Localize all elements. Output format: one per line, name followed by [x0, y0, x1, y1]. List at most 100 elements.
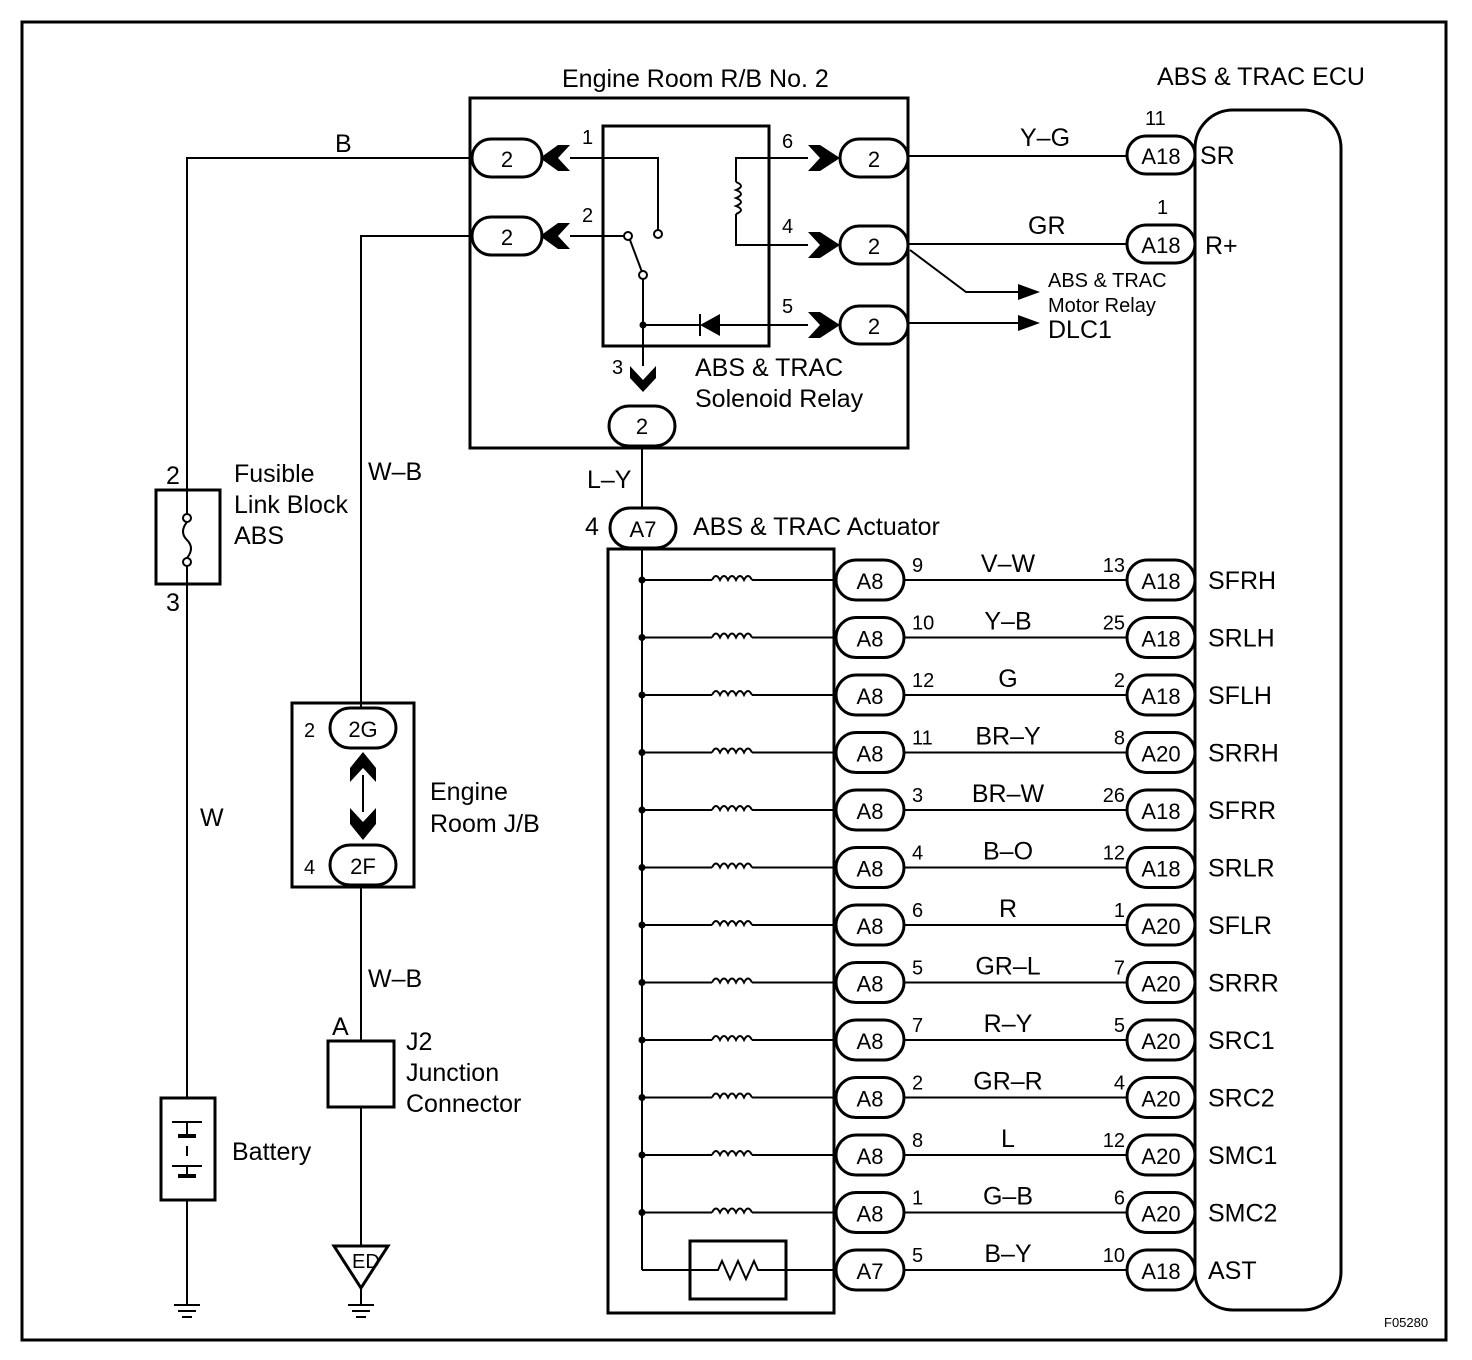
ecu-pin: 10: [1103, 1245, 1125, 1267]
fusible-pin-bottom: 3: [166, 589, 180, 617]
ecu-connector: [1125, 1076, 1197, 1119]
coil-icon: [711, 690, 753, 698]
jb-line2: Room J/B: [430, 810, 540, 838]
ecu-connector: [1125, 1248, 1197, 1292]
ecu-connector: [1125, 731, 1197, 774]
coil-icon: [711, 1035, 753, 1043]
rb-connector-pin1: 2: [470, 137, 544, 179]
svg-text:A18: A18: [1141, 144, 1180, 169]
ecu-connector: [1125, 1133, 1197, 1177]
svg-text:2: 2: [501, 147, 513, 172]
coil-icon: [711, 1207, 753, 1215]
svg-text:A18: A18: [1141, 233, 1180, 258]
battery-icon: [172, 1121, 202, 1178]
ecu-connector-label: A18: [1141, 684, 1180, 709]
ecu-pin: 12: [1103, 1130, 1125, 1152]
arrow-dlc1: [1018, 315, 1040, 331]
ecu-pin: 7: [1114, 958, 1125, 980]
ecu-connector: [1125, 673, 1197, 717]
wire-color-label: R–Y: [984, 1010, 1033, 1038]
ecu-connector-label: A20: [1141, 1029, 1180, 1054]
arrow-pin1: [540, 145, 570, 171]
ecu-pin: 25: [1103, 613, 1125, 635]
ecu-pin: 2: [1114, 670, 1125, 692]
actuator-pin: 10: [912, 613, 934, 635]
actuator-pin: 4: [912, 843, 923, 865]
resistor-icon: [690, 1258, 786, 1282]
wire-color-label: B–Y: [984, 1240, 1032, 1268]
j2-box: [326, 1039, 396, 1109]
ecu-connector: [1125, 1018, 1197, 1062]
ecu-pin: 13: [1103, 555, 1125, 577]
wire-color-label: GR–R: [973, 1068, 1042, 1096]
motor-relay-line1: ABS & TRAC: [1048, 270, 1167, 292]
relay-block-title: Engine Room R/B No. 2: [562, 65, 829, 93]
jb-line1: Engine: [430, 778, 508, 806]
actuator-connector-label: A8: [857, 1087, 884, 1112]
pin-label-3: 3: [612, 357, 623, 379]
arrow-pin5: [808, 312, 840, 338]
relay-name-line1: ABS & TRAC: [695, 354, 843, 382]
wire-color-label: G–B: [983, 1183, 1033, 1211]
svg-text:2G: 2G: [348, 717, 377, 742]
ground-ed-label: ED: [352, 1251, 380, 1273]
actuator-connector-label: A8: [857, 1029, 884, 1054]
actuator-connector-label: A8: [857, 1202, 884, 1227]
ecu-pin: 6: [1114, 1188, 1125, 1210]
ecu-connector-label: A20: [1141, 914, 1180, 939]
relay-internal-wiring: [570, 157, 808, 366]
ecu-pin-rplus: 1: [1157, 197, 1168, 219]
ecu-box: [1193, 108, 1343, 1312]
svg-text:2: 2: [636, 414, 648, 439]
wire-color-label: BR–Y: [975, 723, 1041, 751]
coil-icon: [711, 632, 753, 640]
fusible-line2: Link Block: [234, 491, 348, 519]
ecu-connector-label: A20: [1141, 1202, 1180, 1227]
svg-text:2F: 2F: [350, 854, 376, 879]
jb-pin-top: 2: [304, 720, 315, 742]
ecu-connector-label: A20: [1141, 972, 1180, 997]
actuator-pin: 11: [912, 728, 933, 750]
ecu-term-rplus: R+: [1205, 232, 1238, 260]
actuator-feed-connector: A7: [608, 506, 678, 550]
ecu-terminal-label: SMC1: [1208, 1142, 1277, 1170]
arrow-motor-relay: [1018, 284, 1040, 300]
ecu-terminal-label: SRRR: [1208, 970, 1279, 998]
jb-connector-2f: 2F: [328, 843, 398, 887]
arrow-pin4: [808, 232, 840, 258]
motor-relay-line2: Motor Relay: [1048, 295, 1156, 317]
wire-color-label: G: [998, 665, 1017, 693]
wire-color-label: L: [1001, 1125, 1015, 1153]
actuator-connector-label: A8: [857, 799, 884, 824]
ecu-terminal-label: SFLH: [1208, 682, 1272, 710]
ecu-conn-rplus: A18: [1125, 223, 1197, 265]
actuator-pin: 6: [912, 900, 923, 922]
actuator-pin: 2: [912, 1073, 923, 1095]
pin-label-1: 1: [582, 127, 593, 149]
ecu-connector: [1125, 616, 1197, 659]
ecu-terminal-label: SRLR: [1208, 855, 1275, 883]
pin-label-4: 4: [782, 216, 793, 238]
wire-color-label: GR–L: [975, 953, 1040, 981]
svg-text:2: 2: [868, 147, 880, 172]
ecu-conn-sr: A18: [1125, 134, 1197, 176]
wire-label-yg: Y–G: [1020, 124, 1070, 152]
ecu-connector-label: A18: [1141, 857, 1180, 882]
actuator-connector-label: A8: [857, 972, 884, 997]
wire-label-b: B: [335, 130, 352, 158]
actuator-pin: 3: [912, 785, 923, 807]
pin-label-6: 6: [782, 131, 793, 153]
svg-text:A7: A7: [630, 517, 657, 542]
wire-color-label: BR–W: [972, 780, 1045, 808]
actuator-feed-pin: 4: [585, 513, 599, 541]
jb-arrow-up: [350, 752, 376, 782]
wire-b: [186, 157, 472, 490]
coil-icon: [711, 1150, 753, 1158]
ecu-connector-label: A20: [1141, 1087, 1180, 1112]
wire-to-motor-relay: [909, 249, 1020, 293]
actuator-connector-label: A8: [857, 627, 884, 652]
ecu-terminal-label: SFRH: [1208, 567, 1276, 595]
ecu-pin: 5: [1114, 1015, 1125, 1037]
rb-connector-pin6: 2: [838, 137, 910, 179]
